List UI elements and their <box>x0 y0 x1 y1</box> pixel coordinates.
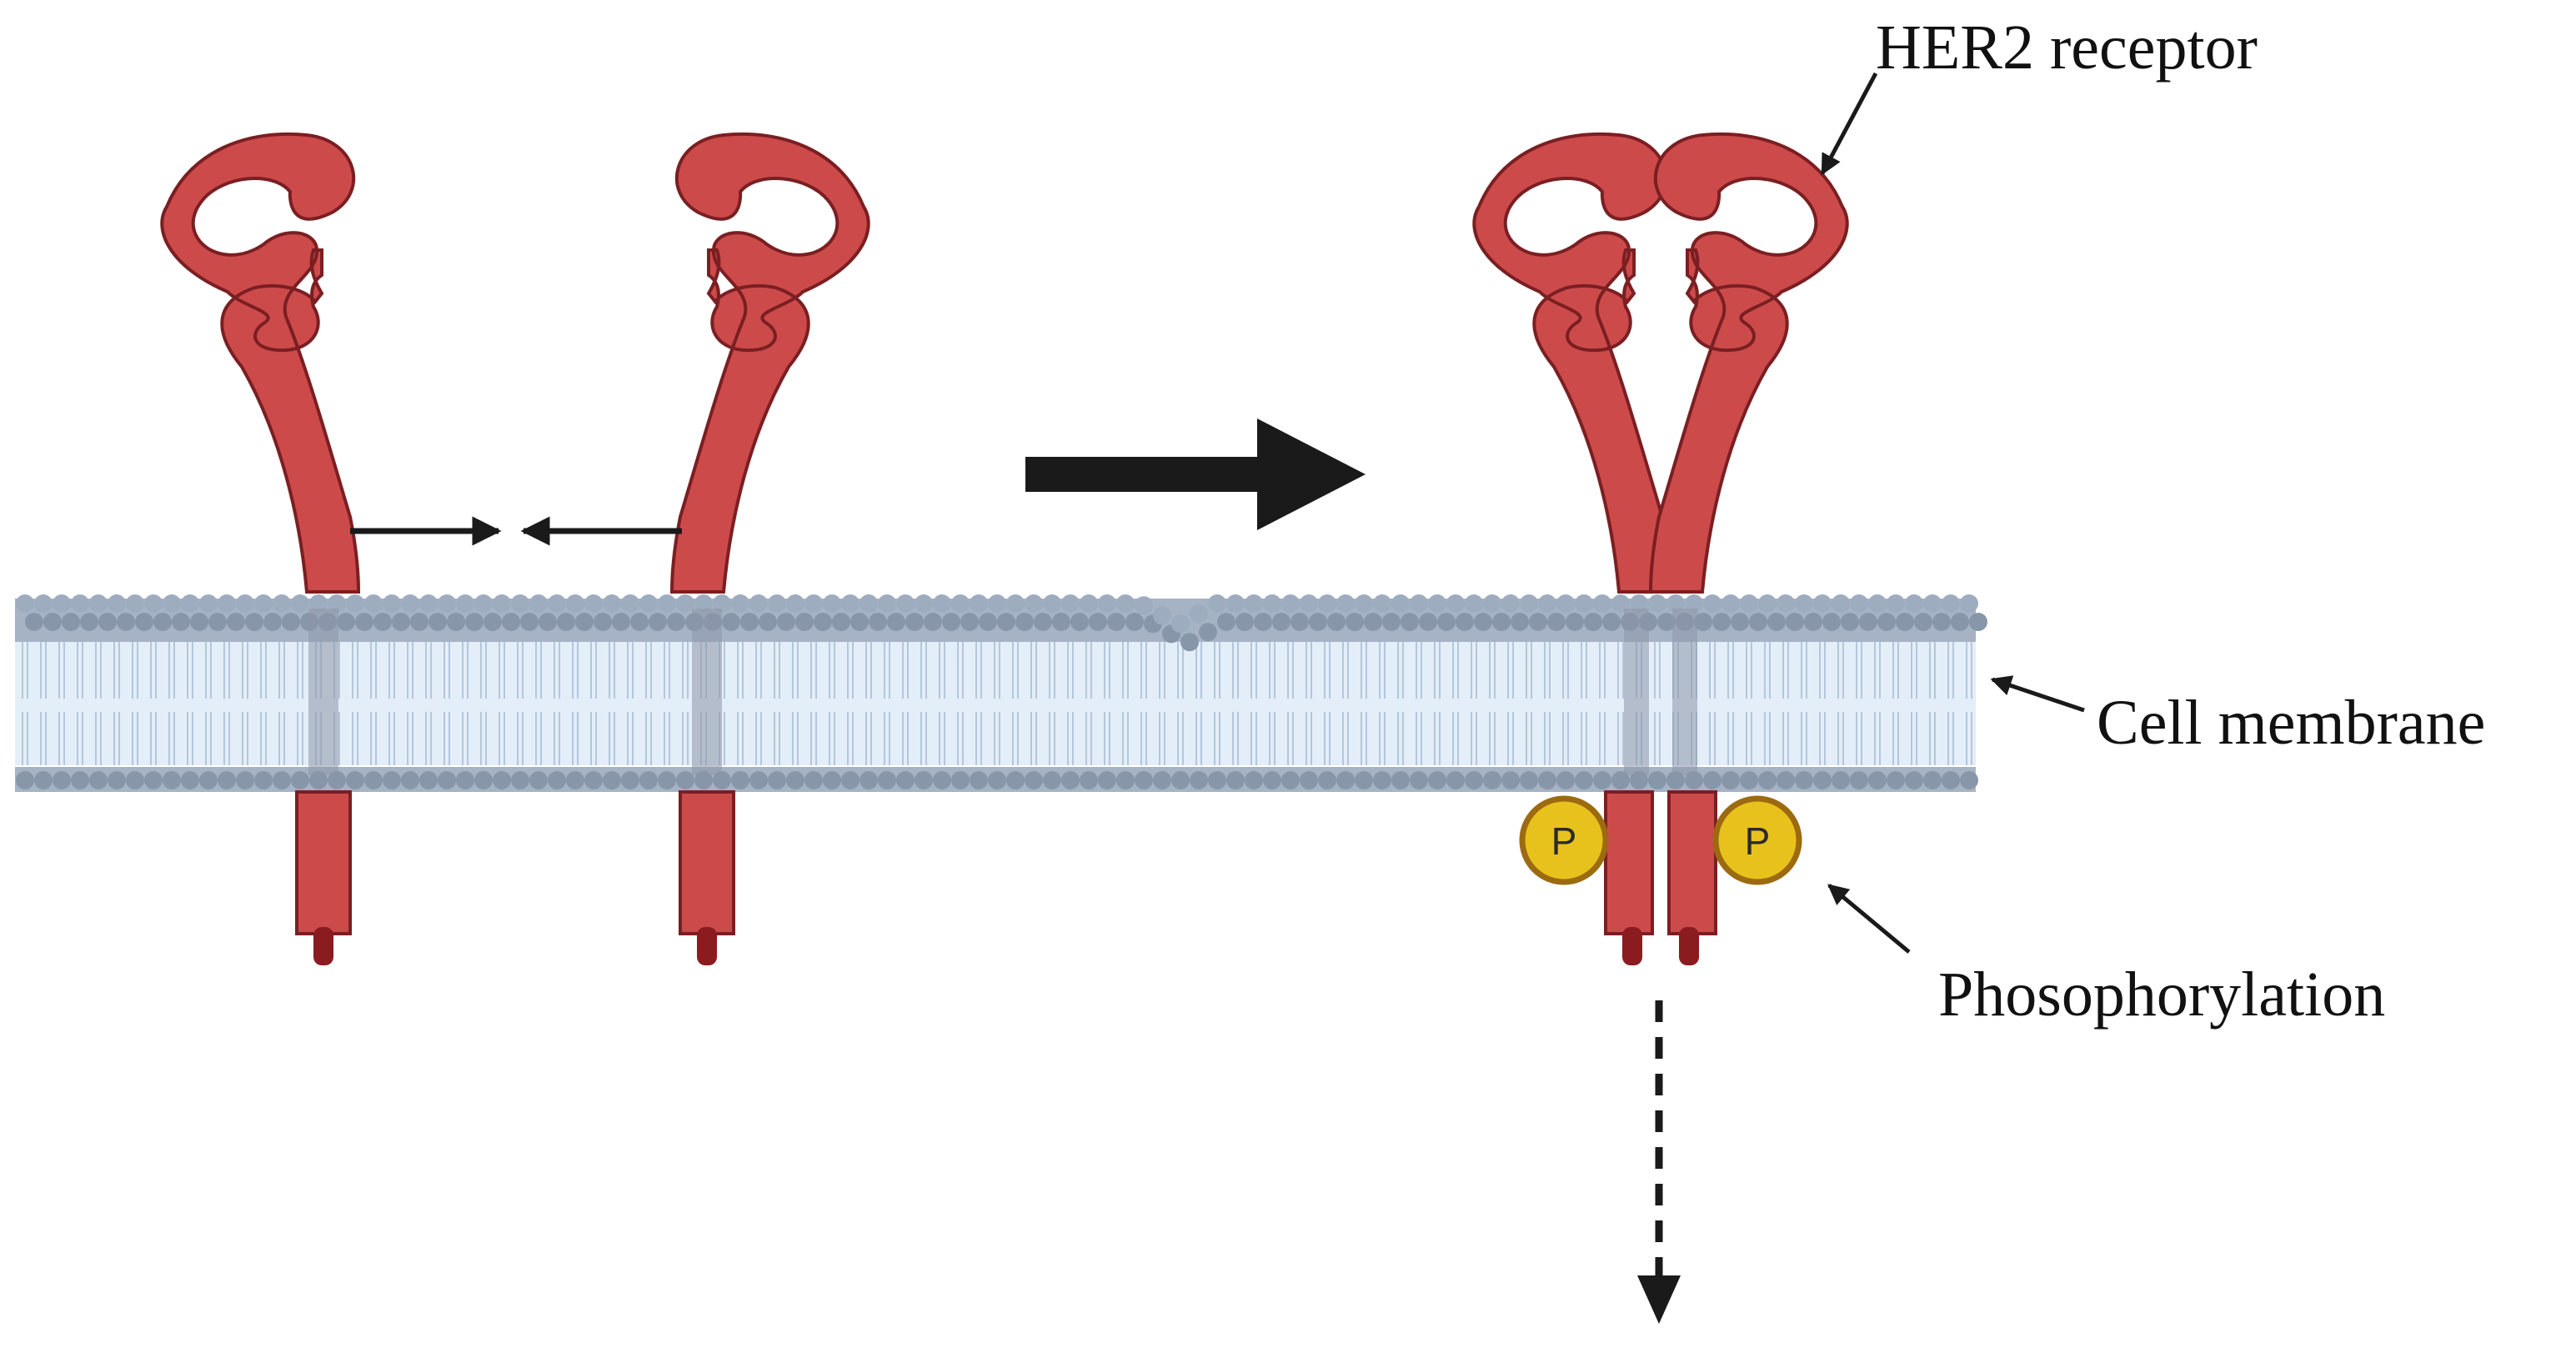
receptor-tail <box>1679 927 1699 965</box>
label-her2-receptor: HER2 receptor <box>1876 13 2258 83</box>
lipid-heads <box>16 594 1987 789</box>
phosphate-label: P <box>1745 819 1771 863</box>
label-phosphorylation: Phosophorylation <box>1938 960 2385 1030</box>
receptor-transmembrane <box>1624 609 1649 775</box>
her2-receptor-right <box>669 132 870 965</box>
receptor-extracellular-domain <box>1648 132 1849 594</box>
transition-arrow <box>1025 418 1366 530</box>
receptor-intracellular-domain <box>295 790 352 935</box>
phosphate-group-icon <box>1519 795 1609 885</box>
receptor-extracellular-domain <box>1472 132 1673 594</box>
phosphate-group-left: P <box>1519 795 1609 885</box>
phosphate-label: P <box>1551 819 1577 863</box>
phosphate-group-right: P <box>1712 795 1802 885</box>
receptor-tail <box>1622 927 1642 965</box>
her2-receptor-left <box>160 132 361 965</box>
receptor-tail <box>697 927 717 965</box>
receptor-tail <box>313 927 333 965</box>
receptor-intracellular-domain <box>1667 790 1717 935</box>
receptor-intracellular-domain <box>679 790 735 935</box>
receptor-intracellular-domain <box>1604 790 1654 935</box>
her2-dimer-left <box>1472 132 1673 965</box>
receptor-transmembrane <box>1672 609 1697 775</box>
leader-phosphorylation <box>1827 884 1911 954</box>
receptor-extracellular-domain <box>669 132 870 594</box>
label-cell-membrane: Cell membrane <box>2097 688 2485 758</box>
leader-cell-membrane <box>1990 675 2085 713</box>
phosphate-group-icon <box>1712 795 1802 885</box>
receptor-transmembrane <box>692 609 722 775</box>
receptor-transmembrane <box>308 609 338 775</box>
her2-dimer-right <box>1648 132 1849 965</box>
receptor-extracellular-domain <box>160 132 361 594</box>
downstream-arrowhead <box>1637 1275 1681 1324</box>
leader-her2-receptor <box>1820 72 1878 176</box>
